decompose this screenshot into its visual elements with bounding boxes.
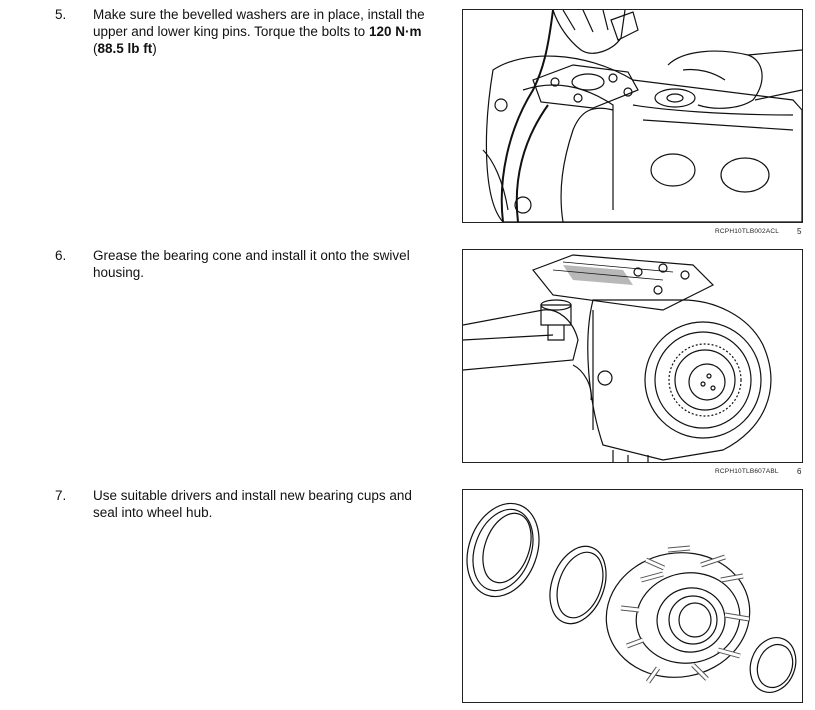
figure-5-king-pin-install: [462, 9, 803, 223]
step-number: 5.: [55, 7, 67, 22]
figure-6-bearing-cone: [462, 249, 803, 463]
step-number: 6.: [55, 248, 67, 263]
figure-6-code: RCPH10TLB607ABL: [715, 468, 779, 475]
figure-5-number: 5: [797, 227, 802, 236]
torque-value-lbft: 88.5 lb ft: [97, 41, 153, 56]
figure-6-number: 6: [797, 467, 802, 476]
step-text: Use suitable drivers and install new bea…: [93, 488, 412, 520]
figure-7-bearing-cups-seal: [462, 489, 803, 703]
step-text: Grease the bearing cone and install it o…: [93, 248, 410, 280]
step-number: 7.: [55, 488, 67, 503]
figure-5-code: RCPH10TLB002ACL: [715, 228, 780, 235]
torque-value-nm: 120 N·m: [368, 24, 422, 39]
step-text: Make sure the bevelled washers are in pl…: [93, 7, 425, 56]
